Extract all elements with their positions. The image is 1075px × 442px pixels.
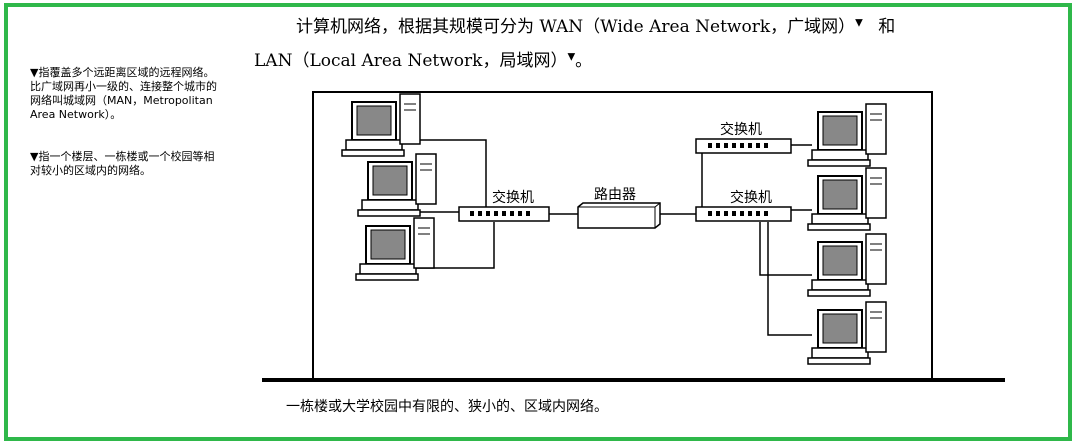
router-device (577, 202, 661, 229)
cables (385, 139, 812, 336)
switch-right-top-device (695, 138, 792, 154)
intro-line-2: LAN（Local Area Network，局域网）▼。 (254, 46, 592, 71)
computer-left-2 (357, 153, 437, 217)
label-switch-left: 交换机 (492, 189, 534, 206)
computer-left-3 (355, 217, 435, 281)
intro-line-2-tail: 。 (575, 51, 593, 71)
footnote-marker-wan: ▼ (855, 17, 863, 29)
computer-right-1 (807, 103, 887, 167)
intro-line-1-text: 计算机网络，根据其规模可分为 WAN（Wide Area Network，广域网… (296, 17, 856, 37)
note-wan: ▼指覆盖多个远距离区域的远程网络。比广域网再小一级的、连接整个城市的网络叫城域网… (30, 66, 217, 121)
diagram-caption: 一栋楼或大学校园中有限的、狭小的、区域内网络。 (286, 399, 608, 415)
green-frame (4, 3, 1072, 441)
computer-left-1 (341, 93, 421, 157)
footnote-marker-lan: ▼ (567, 51, 576, 63)
label-switch-right-top: 交换机 (720, 121, 762, 138)
computer-right-3 (807, 233, 887, 297)
switch-right-bottom-device (695, 206, 792, 222)
label-router: 路由器 (594, 187, 636, 203)
computer-right-2 (807, 167, 887, 231)
switch-left-device (458, 206, 550, 222)
intro-line-2-text: LAN（Local Area Network，局域网） (254, 51, 568, 71)
note-lan: ▼指一个楼层、一栋楼或一个校园等相对较小的区域内的网络。 (30, 150, 215, 177)
computer-right-4 (807, 301, 887, 365)
intro-line-1-tail: 和 (878, 17, 896, 37)
label-switch-right-bottom: 交换机 (730, 189, 772, 206)
building-outline (312, 91, 933, 378)
intro-line-1: 计算机网络，根据其规模可分为 WAN（Wide Area Network，广域网… (296, 12, 895, 37)
